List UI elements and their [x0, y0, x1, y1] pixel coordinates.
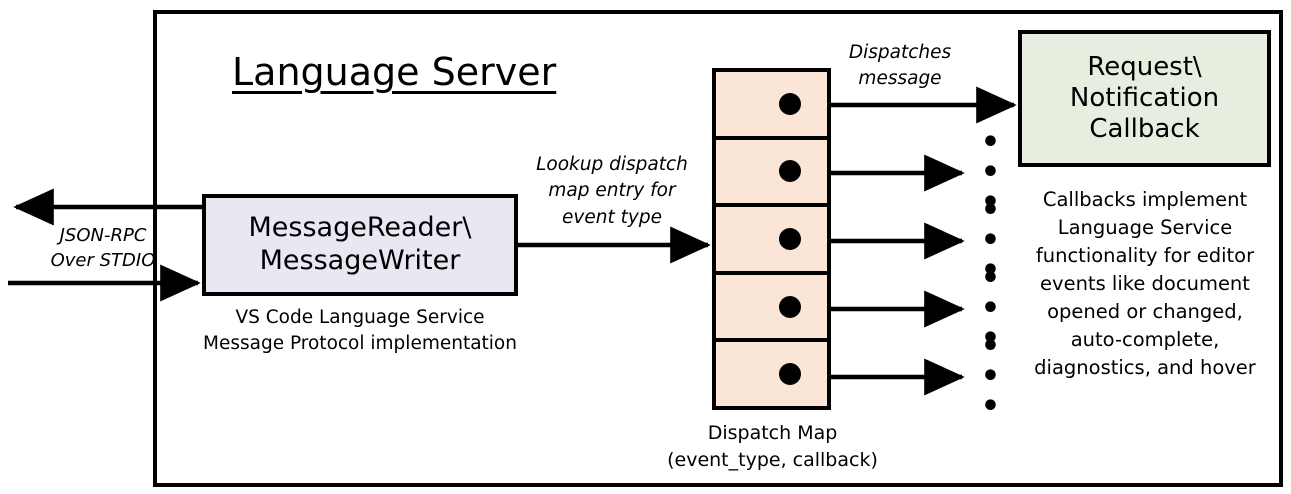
request-notification-callback-box[interactable]: Request\ Notification Callback	[1018, 30, 1271, 167]
message-reader-writer-box[interactable]: MessageReader\ MessageWriter	[202, 194, 518, 296]
callback-caption-line-3: functionality for editor	[1035, 244, 1255, 268]
lookup-label-line-2: map entry for	[548, 180, 676, 202]
callback-caption-line-7: diagnostics, and hover	[1034, 356, 1256, 380]
dispatches-message-label: Dispatches message	[838, 40, 962, 93]
entry-dot-icon	[779, 92, 801, 115]
entry-dot-icon	[779, 295, 801, 318]
callback-box-line-3: Callback	[1089, 114, 1200, 145]
ellipsis-icon: • • •	[980, 193, 1004, 288]
table-row[interactable]	[716, 72, 827, 140]
dispatches-label-line-1: Dispatches	[848, 42, 952, 63]
jsonrpc-label-line-1: JSON-RPC	[59, 225, 147, 246]
dispatch-map-caption-line-2: (event_type, callback)	[667, 448, 878, 471]
dispatch-map-table[interactable]	[712, 68, 831, 410]
callback-caption-line-1: Callbacks implement	[1042, 188, 1248, 211]
ellipsis-icon: • • •	[980, 261, 1004, 356]
dispatch-map-caption-line-1: Dispatch Map	[707, 422, 838, 444]
entry-dot-icon	[779, 160, 801, 183]
callback-caption: Callbacks implement Language Service fun…	[1005, 186, 1285, 383]
callback-caption-line-2: Language Service	[1057, 216, 1233, 240]
table-row[interactable]	[716, 275, 827, 343]
callback-box-line-1: Request\	[1087, 51, 1202, 82]
message-reader-writer-line-2: MessageWriter	[259, 245, 461, 276]
language-server-frame	[153, 10, 1283, 487]
callback-caption-line-4: events like document	[1040, 272, 1250, 296]
message-reader-writer-caption: VS Code Language Service Message Protoco…	[190, 305, 530, 358]
lookup-label-line-1: Lookup dispatch	[536, 154, 688, 175]
message-reader-writer-line-1: MessageReader\	[248, 212, 472, 244]
dispatch-map-caption: Dispatch Map (event_type, callback)	[645, 420, 900, 473]
message-caption-line-1: VS Code Language Service	[235, 307, 485, 328]
callback-box-line-2: Notification	[1069, 82, 1220, 113]
ellipsis-icon: • • •	[980, 125, 1004, 220]
page-title: Language Server	[232, 50, 557, 94]
entry-dot-icon	[779, 227, 801, 250]
table-row[interactable]	[716, 207, 827, 275]
message-caption-line-2: Message Protocol implementation	[203, 333, 517, 355]
table-row[interactable]	[716, 342, 827, 406]
jsonrpc-label-line-2: Over STDIO	[50, 249, 156, 271]
entry-dot-icon	[779, 363, 801, 386]
dispatches-label-line-2: message	[858, 68, 942, 90]
lookup-label-line-3: event type	[562, 206, 662, 228]
callback-caption-line-5: opened or changed,	[1047, 300, 1243, 324]
lookup-dispatch-label: Lookup dispatch map entry for event type	[518, 152, 706, 231]
table-row[interactable]	[716, 140, 827, 208]
ellipsis-icon: • • •	[980, 329, 1004, 424]
jsonrpc-channel-label: JSON-RPC Over STDIO	[28, 224, 178, 274]
callback-caption-line-6: auto-complete,	[1070, 328, 1220, 352]
